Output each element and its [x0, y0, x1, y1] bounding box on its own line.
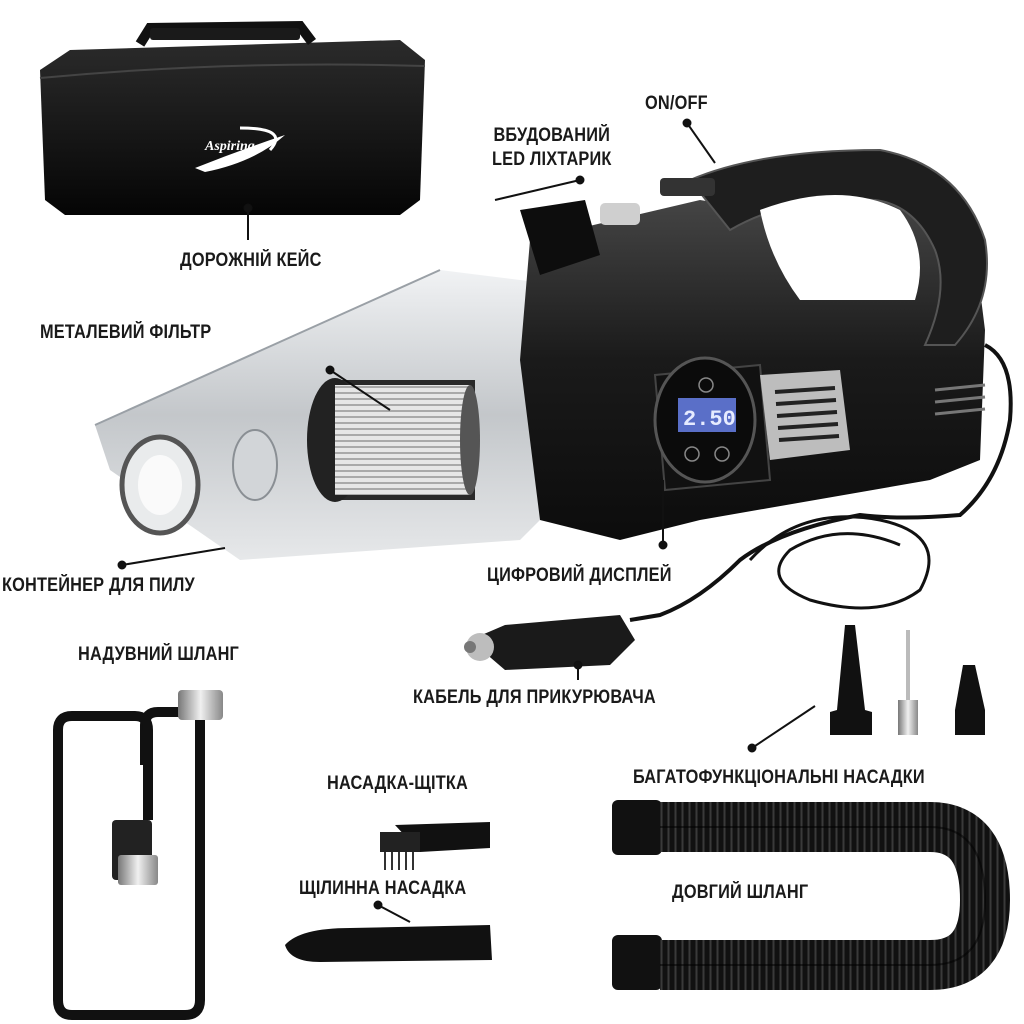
label-metal-filter: МЕТАЛЕВИЙ ФІЛЬТР: [40, 322, 212, 343]
label-inflation-hose: НАДУВНИЙ ШЛАНГ: [78, 644, 240, 665]
label-brush-nozzle: НАСАДКА-ЩІТКА: [327, 773, 469, 794]
label-dust-container: КОНТЕЙНЕР ДЛЯ ПИЛУ: [2, 575, 195, 596]
multi-nozzles-image: [830, 625, 985, 735]
inflation-hose-image: [53, 690, 223, 1020]
label-long-hose: ДОВГИЙ ШЛАНГ: [672, 882, 809, 903]
crevice-nozzle-image: [285, 925, 492, 962]
brand-logo: Aspiring: [204, 139, 255, 154]
label-travel-case: ДОРОЖНІЙ КЕЙС: [180, 250, 322, 271]
label-led-line2: LED ЛІХТАРИК: [492, 149, 612, 170]
callout-pointers: [117, 118, 816, 923]
label-led-light: ВБУДОВАНИЙ LED ЛІХТАРИК: [492, 124, 612, 172]
vacuum-cleaner-image: 2.50: [94, 148, 1013, 670]
lcd-readout: 2.50: [683, 407, 736, 432]
long-hose-image: [612, 800, 1011, 990]
label-multi-nozzles: БАГАТОФУНКЦІОНАЛЬНІ НАСАДКИ: [633, 767, 925, 788]
label-on-off: ON/OFF: [645, 93, 708, 114]
label-lighter-cable: КАБЕЛЬ ДЛЯ ПРИКУРЮВАЧА: [413, 687, 656, 708]
brush-nozzle-image: [380, 822, 490, 870]
label-digital-display: ЦИФРОВИЙ ДИСПЛЕЙ: [487, 565, 672, 586]
label-led-line1: ВБУДОВАНИЙ: [493, 125, 611, 146]
travel-case-image: Aspiring: [39, 20, 426, 215]
label-crevice-nozzle: ЩІЛИННА НАСАДКА: [299, 878, 467, 899]
